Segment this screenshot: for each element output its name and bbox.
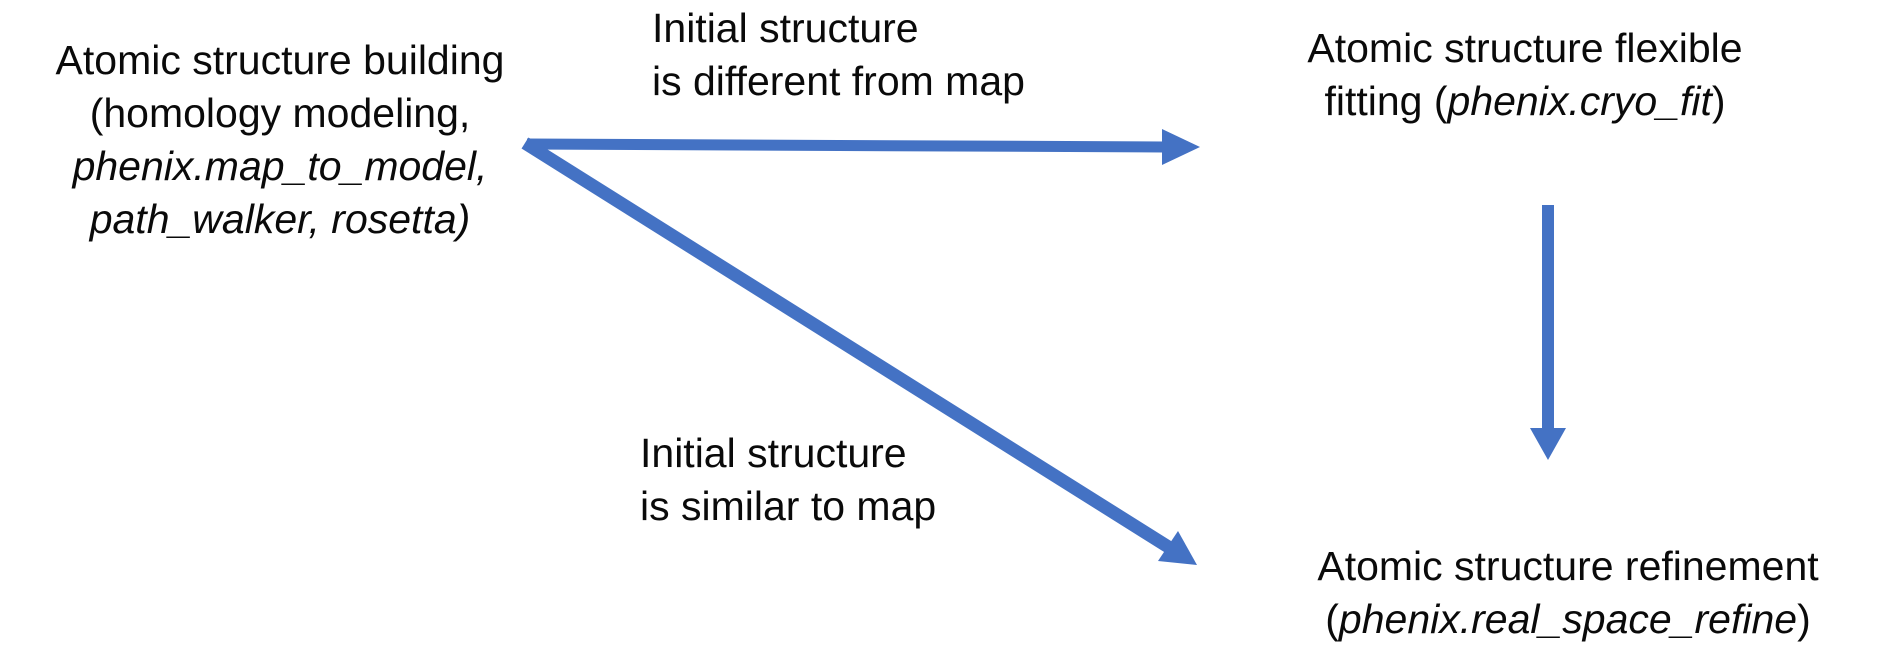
node-building-line-2: (homology modeling,: [89, 90, 471, 136]
label-different-line-2: is different from map: [652, 58, 1025, 104]
node-building-line-4: path_walker, rosetta): [89, 196, 471, 242]
node-fitting-line-2-prefix: fitting (: [1324, 78, 1448, 124]
node-refinement-line-2-suffix: ): [1797, 596, 1811, 642]
node-refinement-line-2-prefix: (: [1325, 596, 1339, 642]
label-different-line-1: Initial structure: [652, 5, 919, 51]
node-atomic-structure-flexible-fitting: Atomic structure flexible fitting (pheni…: [1290, 22, 1760, 128]
node-atomic-structure-building: Atomic structure building (homology mode…: [0, 34, 560, 246]
node-refinement-line-2: (phenix.real_space_refine): [1252, 593, 1884, 646]
node-building-line-3: phenix.map_to_model,: [72, 143, 488, 189]
node-building-line-1: Atomic structure building: [55, 37, 505, 83]
label-initial-structure-similar: Initial structure is similar to map: [640, 427, 936, 533]
arrow-building-to-fitting-icon: [526, 129, 1200, 165]
node-fitting-line-2: fitting (phenix.cryo_fit): [1290, 75, 1760, 128]
node-fitting-line-2-suffix: ): [1711, 78, 1726, 124]
label-similar-line-1: Initial structure: [640, 430, 907, 476]
node-refinement-line-1: Atomic structure refinement: [1317, 543, 1819, 589]
node-refinement-program-name: phenix.real_space_refine: [1338, 596, 1798, 642]
node-fitting-program-name: phenix.cryo_fit: [1447, 78, 1712, 124]
node-fitting-line-1: Atomic structure flexible: [1307, 25, 1743, 71]
arrow-fitting-to-refinement-icon: [1530, 205, 1566, 460]
node-atomic-structure-refinement: Atomic structure refinement (phenix.real…: [1252, 540, 1884, 646]
label-initial-structure-different: Initial structure is different from map: [652, 2, 1025, 108]
label-similar-line-2: is similar to map: [640, 483, 937, 529]
